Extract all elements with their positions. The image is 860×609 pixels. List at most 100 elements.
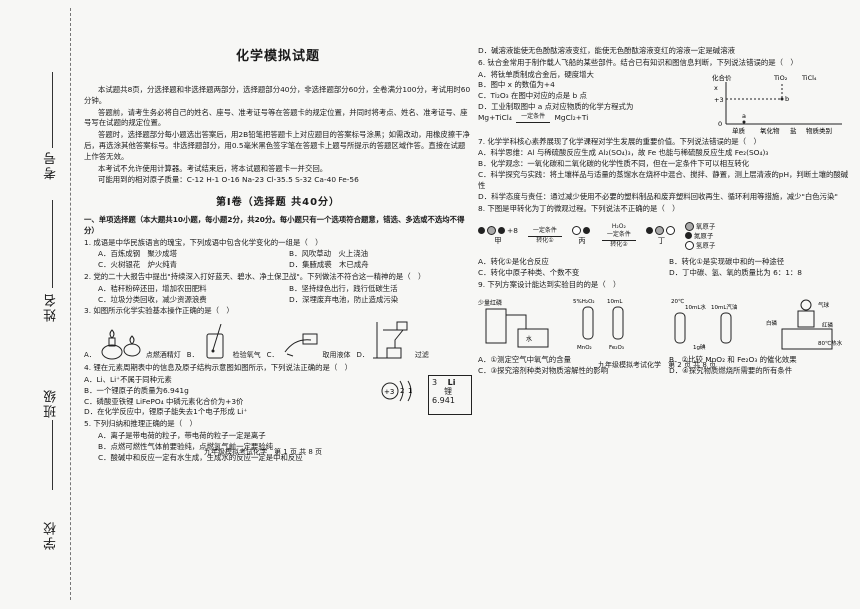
q5-option-b[interactable]: B．点燃可燃性气体前要验纯，点燃氢气前一定要验纯 xyxy=(98,441,274,451)
q4-option-b[interactable]: B．一个锂原子的质量为6.941g xyxy=(84,385,189,395)
exam-no-blank[interactable] xyxy=(52,72,53,148)
q5-option-d[interactable]: D．碱溶液能使无色酚酞溶液变红，能使无色酚酞溶液变红的溶液一定是碱溶液 xyxy=(478,46,735,55)
q2-stem: 2. 党的二十大报告中提出"持续深入打好蓝天、碧水、净土保卫战"。下列做法不符合… xyxy=(84,271,426,281)
section-title: 第Ⅰ卷（选择题 共40分） xyxy=(215,197,341,209)
q2-option-a[interactable]: A．秸秆粉碎还田，增加农田肥料 xyxy=(98,283,207,293)
q1-option-a[interactable]: A．百炼成钢 聚沙成塔 xyxy=(98,249,177,259)
legend-nitrogen: 氮原子 xyxy=(693,231,714,240)
q8-option-b[interactable]: B．转化①是实现碳中和的一种途径 xyxy=(669,257,785,267)
q3-label-d: D． xyxy=(356,350,369,359)
alcohol-lamp-icon xyxy=(101,329,141,360)
q3-figure-b[interactable]: B． 检验氧气 xyxy=(187,324,261,360)
q9-option-b[interactable]: B．②比较 MnO₂ 和 Fe₂O₃ 的催化效果 xyxy=(669,354,797,364)
q8-conv1: 一定条件 转化① xyxy=(527,227,562,246)
q6-block: A．将钛单质制成合金后，硬度增大 B．图中 x 的数值为+4 C．Ti₂O₃ 在… xyxy=(478,70,852,136)
q6-option-c[interactable]: C．Ti₂O₃ 在图中对应的点是 b 点 xyxy=(478,91,587,101)
eq-right: MgCl₂+Ti xyxy=(554,112,589,122)
q9-apparatus-4: 气球 白磷 红磷 80℃热水 xyxy=(766,299,843,350)
q8-conv2: H₂O₂ 一定条件 转化② xyxy=(601,223,636,250)
q7-option-c[interactable]: C．科学探究与实践：将土壤样品与适量的蒸馏水在烧杯中混合、搅拌、静置，测上层清液… xyxy=(478,170,849,190)
q8-options: A．转化①是化合反应 B．转化①是实现碳中和的一种途径 C．转化中原子种类、个数… xyxy=(478,257,852,279)
class-blank[interactable] xyxy=(52,420,53,490)
q9-apparatus-2: 5%H₂O₂ 10mL MnO₂ Fe₂O₃ xyxy=(573,299,624,351)
q8-option-d[interactable]: D．丁中碳、氢、氧的质量比为 6：1：8 xyxy=(669,268,803,278)
q6-option-a[interactable]: A．将钛单质制成合金后，硬度增大 xyxy=(478,69,594,79)
q6-equation: Mg+TiCl₄ 一定条件 MgCl₂+Ti xyxy=(478,113,712,124)
q5-option-a[interactable]: A．离子是带电荷的粒子，带电荷的粒子一定是离子 xyxy=(98,431,266,441)
q3-label-a: A． xyxy=(84,350,96,359)
name-blank[interactable] xyxy=(52,200,53,288)
q9-fig-hot-water: 80℃热水 xyxy=(818,339,843,347)
q8-conv1-label: 转化① xyxy=(536,236,554,244)
chart-y-mid: +3 xyxy=(714,96,724,104)
q4-option-a[interactable]: A．Li、Li⁺不属于同种元素 xyxy=(84,375,172,384)
q2-option-c[interactable]: C．垃圾分类回收，减少资源浪费 xyxy=(98,294,207,304)
q9-option-d[interactable]: D．④探究物质燃烧所需要的所有条件 xyxy=(669,365,793,375)
element-name: 锂 xyxy=(444,387,452,397)
instruction-5: 可能用到的相对原子质量：C-12 H-1 O-16 Na-23 Cl-35.5 … xyxy=(98,175,359,185)
cut-line xyxy=(70,8,71,600)
chart-cat-3: 盐 xyxy=(790,126,797,135)
q8-legend: 氧原子 氮原子 氢原子 xyxy=(684,222,716,250)
q3-figure-a[interactable]: A． 点燃酒精灯 xyxy=(84,326,181,360)
q8-option-c[interactable]: C．转化中原子种类、个数不变 xyxy=(478,268,580,278)
instruction-4: 本考试不允许使用计算器。考试结束后，将本试题和答题卡一并交回。 xyxy=(98,163,328,173)
legend-oxygen: 氧原子 xyxy=(695,222,716,231)
q8-label-jia: 甲 xyxy=(494,236,502,246)
q6-options: A．将钛单质制成合金后，硬度增大 B．图中 x 的数值为+4 C．Ti₂O₃ 在… xyxy=(478,70,712,136)
q4-stem: 4. 锂在元素周期表中的信息及原子结构示意图如图所示，下列说法正确的是（ ） xyxy=(84,363,353,373)
q1-option-c[interactable]: C．火树银花 炉火纯青 xyxy=(98,260,178,270)
q6-option-d[interactable]: D．工业制取图中 a 点对应物质的化学方程式为 xyxy=(478,102,634,112)
q7-option-a[interactable]: A．科学思维：Al 与稀硫酸反应生成 Al₂(SO₄)₃，故 Fe 也能与稀硫酸… xyxy=(478,148,769,158)
q6-option-b[interactable]: B．图中 x 的数值为+4 xyxy=(478,80,555,90)
page-1: 化学模拟试题 本试题共8页，分选择题和非选择题两部分，选择题部分40分，非选择题… xyxy=(84,0,472,464)
q9-option-c[interactable]: C．③探究溶剂种类对物质溶解性的影响 xyxy=(478,365,609,375)
q9-fig-mno2: MnO₂ xyxy=(577,345,592,351)
eq-condition: 一定条件 xyxy=(521,113,546,120)
nucleus-charge: +3 xyxy=(384,388,394,396)
q7-option-b[interactable]: B．化学观念：一氧化碳和二氧化碳的化学性质不同，但在一定条件下可以相互转化 xyxy=(478,159,750,169)
binding-strip: 考号 姓名 班级 学校 xyxy=(0,0,82,609)
q8-diagram: +8 甲 一定条件 转化① 丙 H₂O₂ 一定条件 转化② 丁 xyxy=(478,215,852,257)
atomic-number: 3 xyxy=(432,378,438,387)
q5-options: A．离子是带电荷的粒子，带电荷的粒子一定是离子 B．点燃可燃性气体前要验纯，点燃… xyxy=(84,431,472,463)
chart-x-top: x xyxy=(714,84,718,92)
q9-fig-balloon: 气球 xyxy=(818,301,830,309)
q9-fig-water: 水 xyxy=(526,335,532,343)
element-symbol: Li xyxy=(447,378,456,387)
q5-option-c[interactable]: C．酸碱中和反应一定有水生成，生成水的反应一定是中和反应 xyxy=(98,452,303,462)
q5-stem: 5. 下列归纳和推理正确的是（ ） xyxy=(84,419,197,429)
q8-option-a[interactable]: A．转化①是化合反应 xyxy=(478,257,549,267)
q4-option-d[interactable]: D．在化学反应中，锂原子能失去1个电子形成 Li⁺ xyxy=(84,407,248,417)
chart-y-zero: 0 xyxy=(718,120,722,128)
q4-option-c[interactable]: C．磷酸亚铁锂 LiFePO₄ 中磷元素化合价为+3价 xyxy=(84,396,244,406)
q3-caption-b: 检验氧气 xyxy=(232,350,261,359)
q2-option-d[interactable]: D．深埋废弃电池，防止造成污染 xyxy=(289,294,399,304)
q1-option-d[interactable]: D．集腋成裘 木已成舟 xyxy=(289,260,369,270)
q1-option-b[interactable]: B．风吹草动 火上浇油 xyxy=(289,249,368,259)
dropper-icon xyxy=(284,333,317,357)
q7-stem: 7. 化学学科核心素养展现了化学课程对学生发展的重要价值。下列说法错误的是（ ） xyxy=(478,136,761,146)
q2-options: A．秸秆粉碎还田，增加农田肥料 B．坚持绿色出行，践行低碳生活 C．垃圾分类回收… xyxy=(84,284,472,306)
q8-ding: 丁 xyxy=(645,226,677,248)
gas-bottle-icon xyxy=(206,324,224,359)
atomic-mass: 6.941 xyxy=(432,396,455,406)
q8-stem: 8. 下图是甲转化为丁的微观过程。下列说法不正确的是（ ） xyxy=(478,203,680,213)
q8-conv2-cond: 一定条件 xyxy=(606,231,631,239)
chart-point-a xyxy=(742,120,746,124)
q9-apparatus-1: 少量红磷 水 xyxy=(478,299,549,348)
q7-option-d[interactable]: D．科学态度与责任：通过减少使用不必要的塑料制品和废弃塑料回收再生、循环利用等措… xyxy=(478,191,838,201)
q9-stem: 9. 下列方案设计能达到实验目的的是（ ） xyxy=(478,279,621,289)
q3-caption-c: 取用液体 xyxy=(322,350,351,359)
q8-jia: +8 甲 xyxy=(478,226,518,248)
class-label: 班级 xyxy=(44,388,59,418)
q3-figure-c[interactable]: C． 取用液体 xyxy=(267,330,351,360)
page-2: D．碱溶液能使无色酚酞溶液变红，能使无色酚酞溶液变红的溶液一定是碱溶液 6. 钛… xyxy=(478,0,852,376)
q2-option-b[interactable]: B．坚持绿色出行，践行低碳生活 xyxy=(289,283,398,293)
q9-options: A．①测定空气中氧气的含量 B．②比较 MnO₂ 和 Fe₂O₃ 的催化效果 C… xyxy=(478,355,852,377)
legend-hydrogen: 氢原子 xyxy=(695,241,716,250)
q9-option-a[interactable]: A．①测定空气中氧气的含量 xyxy=(478,354,571,364)
q3-figure-d[interactable]: D． 过滤 xyxy=(357,320,429,360)
q9-fig-white-p: 白磷 xyxy=(766,319,778,327)
